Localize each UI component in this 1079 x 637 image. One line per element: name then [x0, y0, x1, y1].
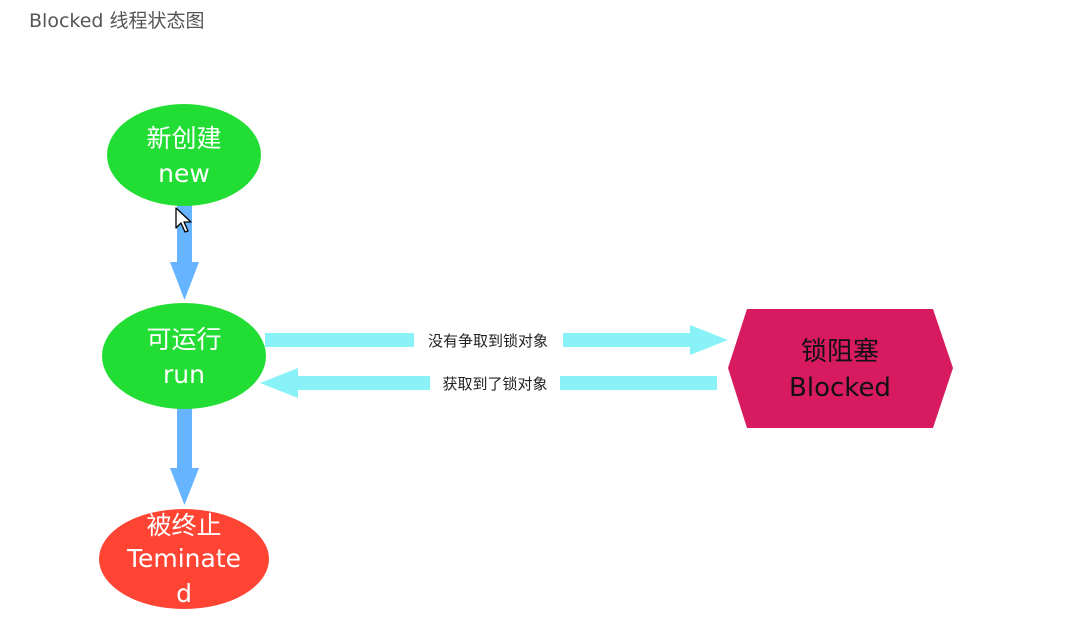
state-terminated-label-cn: 被终止 [146, 511, 221, 540]
state-terminated: 被终止 Teminate d [99, 509, 269, 609]
state-runnable-label-cn: 可运行 [146, 325, 221, 354]
state-blocked-label-en: Blocked [789, 373, 891, 403]
edge-label-blocked-to-run: 获取到了锁对象 [442, 375, 547, 393]
mouse-pointer-icon [175, 207, 192, 233]
state-blocked-label-cn: 锁阻塞 [801, 337, 879, 367]
state-terminated-label-en-wrap: d [176, 579, 192, 608]
arrow-runnable-to-terminated [170, 405, 199, 505]
arrow-run-to-blocked: 没有争取到锁对象 [265, 325, 728, 355]
edge-label-run-to-blocked: 没有争取到锁对象 [428, 332, 548, 350]
arrow-blocked-to-run: 获取到了锁对象 [260, 368, 717, 398]
state-new: 新创建 new [107, 104, 261, 206]
state-runnable-label-en: run [163, 360, 205, 389]
state-runnable: 可运行 run [102, 303, 266, 409]
state-new-label-cn: 新创建 [146, 124, 221, 153]
page-title: Blocked 线程状态图 [29, 10, 205, 32]
state-new-label-en: new [158, 159, 210, 188]
state-blocked: 锁阻塞 Blocked [728, 309, 953, 428]
state-terminated-label-en: Teminate [126, 544, 241, 573]
